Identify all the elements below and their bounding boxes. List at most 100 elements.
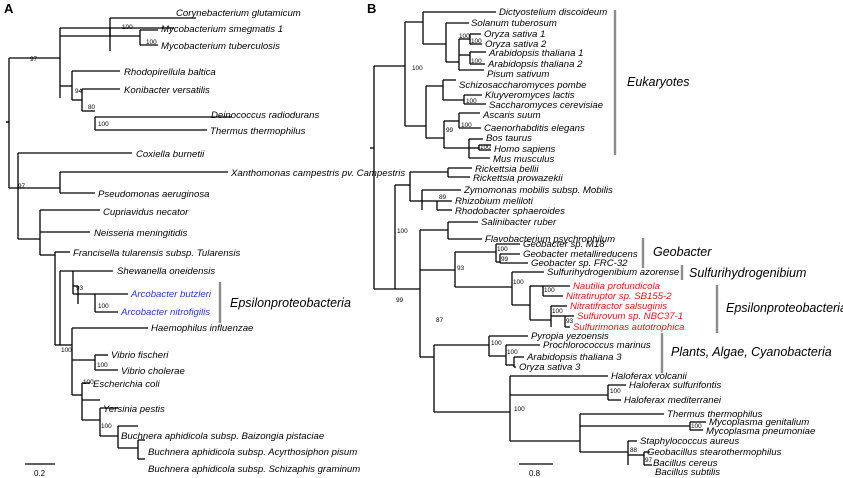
support-value: 100: [98, 303, 109, 310]
taxon-label: Buchnera aphidicola subsp. Baizongia pis…: [121, 431, 324, 442]
taxon-label: Vibrio fischeri: [111, 350, 169, 361]
taxon-label: Nitratifractor salsuginis: [570, 301, 667, 312]
panel-b-support-values: 100 100 100 100 100 100 99 100 89 100 10…: [396, 33, 702, 464]
taxon-label: Coxiella burnetii: [136, 149, 205, 160]
support-value: 89: [439, 194, 447, 201]
taxon-label: Rhodopirellula baltica: [124, 67, 216, 78]
group-label: Plants, Algae, Cyanobacteria: [671, 345, 832, 359]
taxon-label: Staphylococcus aureus: [640, 436, 739, 447]
taxon-label: Corynebacterium glutamicum: [176, 8, 301, 19]
taxon-label: Saccharomyces cerevisiae: [489, 100, 603, 111]
taxon-label: Pseudomonas aeruginosa: [98, 189, 209, 200]
support-value: 93: [457, 265, 465, 272]
group-label: Epsilonproteobacteria: [726, 301, 843, 315]
taxon-label: Mycobacterium smegmatis 1: [161, 24, 283, 35]
taxon-label: Haloferax sulfurifontis: [629, 380, 721, 391]
taxon-label: Homo sapiens: [494, 144, 556, 155]
support-value: 100: [83, 379, 94, 386]
support-value: 97: [645, 457, 653, 464]
taxon-label: Thermus thermophilus: [210, 126, 306, 137]
taxon-label: Konibacter versatilis: [124, 85, 210, 96]
taxon-label: Geobacillus stearothermophilus: [647, 447, 782, 458]
taxon-label: Rhodobacter sphaeroides: [455, 206, 565, 217]
taxon-label: Sulfurovum sp. NBC37-1: [577, 311, 683, 322]
panel-b: B: [367, 1, 843, 478]
taxon-label: Zymomonas mobilis subsp. Mobilis: [463, 185, 613, 196]
taxon-label: Arabidopsis thaliana 1: [488, 48, 583, 59]
taxon-label: Haloferax volcanii: [611, 371, 688, 382]
scale-bar-b: 0.8: [519, 463, 553, 478]
taxon-label: Deinococcus radiodurans: [211, 110, 319, 121]
support-value: 88: [630, 447, 638, 454]
support-value: 100: [397, 228, 408, 235]
taxon-label: Yersinia pestis: [103, 404, 165, 415]
taxon-label: Arabidopsis thaliana 3: [526, 352, 622, 363]
taxon-label: Geobacter sp. FRC-32: [531, 258, 628, 269]
taxon-label: Solanum tuberosum: [471, 18, 557, 29]
support-value: 100: [544, 287, 555, 294]
support-value: 100: [491, 340, 502, 347]
panel-a-label: A: [4, 1, 14, 16]
taxon-label: Vibrio cholerae: [121, 366, 185, 377]
support-value: 100: [98, 121, 109, 128]
taxon-label: Cupriavidus necator: [103, 207, 189, 218]
taxon-label: Haloferax mediterranei: [624, 395, 722, 406]
taxon-label: Oryza sativa 1: [484, 29, 545, 40]
taxon-label: Dictyostelium discoideum: [499, 7, 607, 18]
taxon-label: Oryza sativa 2: [485, 39, 547, 50]
support-value: 80: [88, 104, 96, 111]
support-value: 100: [471, 58, 482, 65]
taxon-label: Bacillus subtilis: [655, 467, 720, 478]
support-value: 100: [466, 98, 477, 105]
support-value: 87: [436, 317, 444, 324]
taxon-label: Thermus thermophilus: [667, 409, 763, 420]
taxon-label: Francisella tularensis subsp. Tularensis: [73, 248, 240, 259]
taxon-label: Neisseria meningitidis: [94, 228, 188, 239]
panel-a-branches: [6, 17, 232, 460]
group-label: Sulfurihydrogenibium: [689, 266, 806, 280]
taxon-label: Mycoplasma genitalium: [709, 417, 809, 428]
support-value: 100: [610, 388, 621, 395]
support-value: 100: [691, 423, 702, 430]
support-value: 100: [97, 362, 108, 369]
support-value: 100: [61, 347, 72, 354]
support-value: 100: [514, 406, 525, 413]
taxon-label: Prochlorococcus marinus: [543, 340, 651, 351]
support-value: 100: [480, 144, 491, 151]
taxon-label: Caenorhabditis elegans: [484, 123, 585, 134]
support-value: 93: [76, 285, 84, 292]
support-value: 100: [146, 39, 157, 46]
taxon-label: Mycobacterium tuberculosis: [161, 41, 280, 52]
taxon-label: Buchnera aphidicola subsp. Schizaphis gr…: [148, 464, 360, 475]
support-value: 100: [513, 279, 524, 286]
taxon-label: Xanthomonas campestris pv. Campestris: [230, 168, 405, 179]
panel-b-branches: [370, 11, 706, 466]
taxon-label: Escherichia coli: [93, 379, 161, 390]
taxon-label: Geobacter metallireducens: [523, 249, 638, 260]
support-value: 99: [501, 256, 509, 263]
taxon-label: Nitratiruptor sp. SB155-2: [566, 291, 672, 302]
group-label: Geobacter: [653, 245, 712, 259]
taxon-label: Arabidopsis thaliana 2: [487, 59, 583, 70]
taxon-label: Nautilia profundicola: [573, 281, 660, 292]
taxon-label: Salinibacter ruber: [481, 217, 557, 228]
taxon-label: Pisum sativum: [487, 69, 549, 80]
support-value: 100: [471, 38, 482, 45]
support-value: 100: [497, 246, 508, 253]
support-value: 100: [122, 24, 133, 31]
support-value: 100: [507, 349, 518, 356]
support-value: 100: [461, 122, 472, 129]
support-value: 97: [18, 183, 26, 190]
taxon-label: Schizosaccharomyces pombe: [459, 80, 586, 91]
support-value: 100: [412, 65, 423, 72]
panel-a-taxa: Corynebacterium glutamicum Mycobacterium…: [73, 8, 405, 475]
taxon-label: Sulfurihydrogenibium azorense: [547, 267, 679, 278]
taxon-label: Rickettsia prowazekii: [473, 173, 563, 184]
taxon-label: Oryza sativa 3: [519, 362, 581, 373]
panel-b-label: B: [367, 1, 376, 16]
taxon-label: Flavobacterium psychrophilum: [485, 234, 615, 245]
group-label: Eukaryotes: [627, 75, 690, 89]
taxon-label: Bos taurus: [486, 133, 532, 144]
support-value: 93: [566, 318, 574, 325]
